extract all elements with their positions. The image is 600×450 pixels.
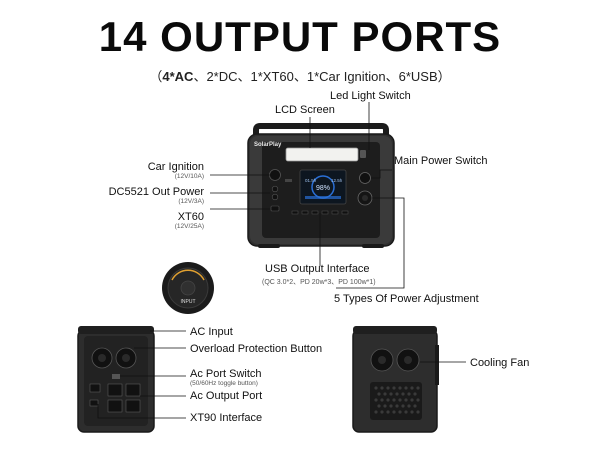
xt60-port[interactable] xyxy=(270,205,280,212)
label-dc5521: DC5521 Out Power xyxy=(108,186,204,198)
label-lcd-screen: LCD Screen xyxy=(275,104,335,116)
ac-outlet-3[interactable] xyxy=(107,399,123,413)
label-ac-input: AC Input xyxy=(190,326,233,338)
label-led-light-switch: Led Light Switch xyxy=(330,90,411,102)
usb-port-2[interactable] xyxy=(301,210,309,215)
overload-button[interactable] xyxy=(112,374,120,379)
page-title: 14 OUTPUT PORTS xyxy=(98,13,502,60)
leader-power-adjust xyxy=(336,197,405,289)
usb-port-6[interactable] xyxy=(341,210,349,215)
brand-logo: SolarPlay xyxy=(254,142,282,148)
cooling-fan-1-hub xyxy=(378,356,386,364)
label-cooling-fan: Cooling Fan xyxy=(470,357,530,369)
dc5521-port-2[interactable] xyxy=(271,193,279,201)
side-unit xyxy=(352,326,439,433)
label-car-ignition-spec: (12V/10A) xyxy=(174,173,204,180)
vent-holes xyxy=(374,386,420,414)
lcd-screen xyxy=(299,169,347,205)
rear-panel xyxy=(84,336,148,426)
input-knob-detail: INPUT xyxy=(162,262,214,314)
dc5521-port-1[interactable] xyxy=(271,185,279,193)
label-xt60: XT60 xyxy=(177,211,204,223)
rear-top xyxy=(78,326,154,334)
label-xt90: XT90 Interface xyxy=(190,412,263,424)
main-power-switch[interactable] xyxy=(359,172,371,184)
lcd-readout-center: 98% xyxy=(316,185,330,192)
knob-scale xyxy=(171,269,205,281)
leader-xt90 xyxy=(97,404,186,419)
label-overload: Overload Protection Button xyxy=(190,343,323,355)
subtitle-bold: 4*AC xyxy=(162,69,194,84)
left-port-switch[interactable] xyxy=(285,179,292,182)
label-usb-output: USB Output Interface xyxy=(265,263,370,275)
label-power-adjust: 5 Types Of Power Adjustment xyxy=(334,293,479,305)
ac-outlet-2[interactable] xyxy=(125,383,141,397)
label-ac-output: Ac Output Port xyxy=(190,390,263,402)
label-ac-port-switch: Ac Port Switch xyxy=(190,368,262,380)
label-xt60-spec: (12V/25A) xyxy=(174,223,204,230)
lcd-readout-right: 12.5h xyxy=(331,178,343,183)
lcd-readout-left: 01.5h xyxy=(305,178,317,183)
xt90-port[interactable] xyxy=(89,399,99,407)
label-usb-output-spec: (QC 3.0*2、PD 20w*3、PD 100w*1) xyxy=(262,279,376,286)
usb-port-1[interactable] xyxy=(291,210,299,215)
label-dc5521-spec: (12V/3A) xyxy=(178,198,204,205)
front-leader-lines xyxy=(210,102,405,289)
ac-input-port[interactable] xyxy=(89,383,101,393)
usb-port-4[interactable] xyxy=(321,210,329,215)
ac-outlet-1[interactable] xyxy=(107,383,123,397)
knob-label: INPUT xyxy=(181,299,196,305)
label-car-ignition: Car Ignition xyxy=(147,161,204,173)
power-adjust-knob-center xyxy=(362,195,368,201)
rear-leader-lines xyxy=(97,330,186,419)
cooling-fan-2-hub xyxy=(404,356,412,364)
side-handle-edge xyxy=(435,345,439,385)
car-ignition-port[interactable] xyxy=(269,169,281,181)
label-main-power-switch: Main Power Switch xyxy=(394,155,488,167)
usb-port-5[interactable] xyxy=(331,210,339,215)
rear-fan-1-hub xyxy=(98,354,106,362)
subtitle-rest: 、2*DC、1*XT60、1*Car Ignition、6*USB） xyxy=(193,69,451,84)
vent-grille xyxy=(370,382,422,420)
page-subtitle: （4*AC、2*DC、1*XT60、1*Car Ignition、6*USB） xyxy=(0,66,600,85)
carry-handle xyxy=(253,123,389,139)
foot-right xyxy=(362,244,384,248)
rear-unit xyxy=(77,326,155,433)
led-light-switch[interactable] xyxy=(360,150,366,158)
lcd-bar xyxy=(305,196,341,199)
front-unit: 98% 01.5h 12.5h SolarPlay xyxy=(247,123,395,248)
knob-center xyxy=(180,280,196,296)
led-light-bar xyxy=(285,147,359,162)
ac-outlet-4[interactable] xyxy=(125,399,141,413)
leader-main-power xyxy=(371,169,392,179)
label-ac-port-switch-spec: (50/60Hz toggle button) xyxy=(190,380,258,387)
subtitle-open: （ xyxy=(149,69,163,84)
side-top xyxy=(353,326,437,334)
foot-left xyxy=(258,244,280,248)
usb-port-3[interactable] xyxy=(311,210,319,215)
rear-fan-2-hub xyxy=(122,354,130,362)
